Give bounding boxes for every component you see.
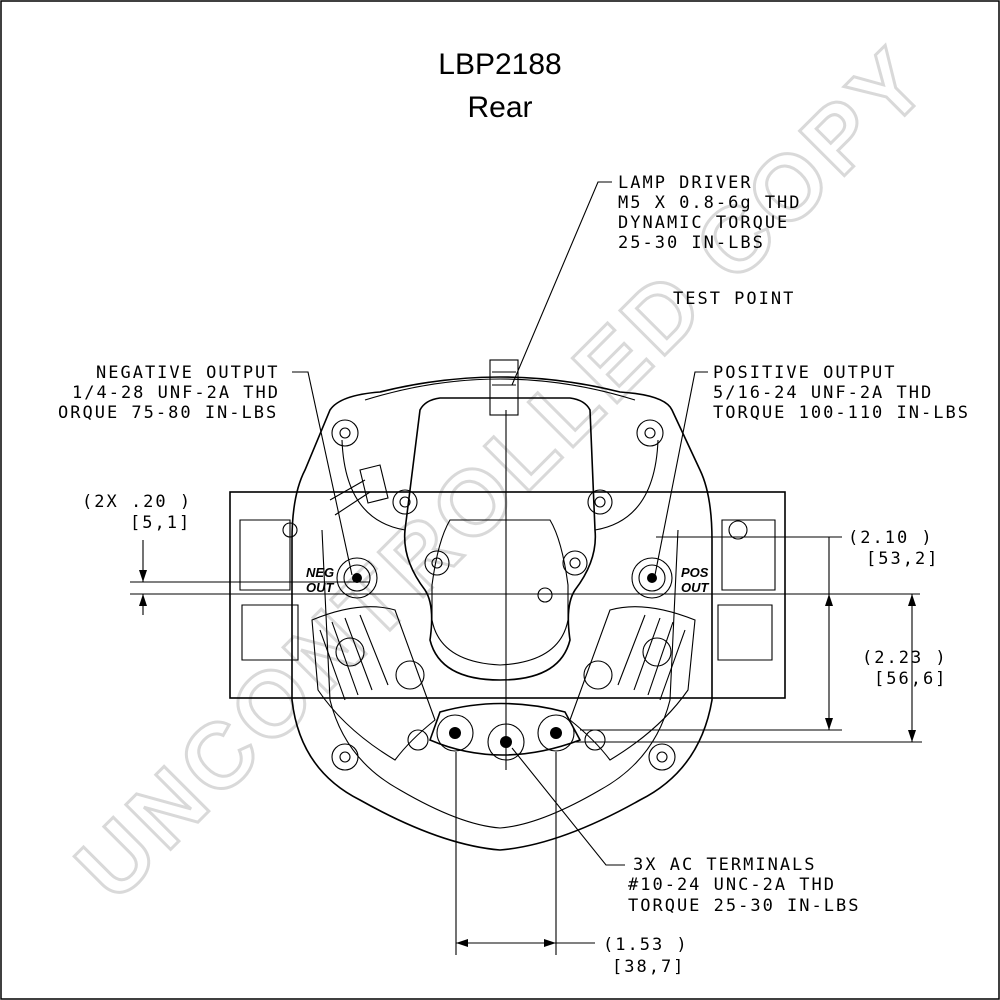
vertical-2-arrow-top — [908, 594, 916, 606]
lamp-driver-line1: LAMP DRIVER — [618, 173, 753, 193]
mount-bolts — [331, 419, 676, 771]
horizontal-inch: (1.53 ) — [603, 935, 689, 955]
heatsink-fins — [319, 614, 686, 701]
pos-output-line1: POSITIVE OUTPUT — [713, 363, 897, 383]
mounting-plate — [229, 491, 786, 699]
ac-terminals-leader — [511, 747, 625, 866]
ac-terminal-1[interactable] — [436, 714, 474, 752]
side-connector-wire — [329, 479, 371, 516]
right-ear-lower — [717, 604, 773, 661]
vertical-1-arrow-bottom — [825, 718, 833, 730]
watermark: UNCONTROLLED COPY — [57, 27, 949, 919]
top-arc — [364, 378, 636, 401]
ac-terminals-line2: #10-24 UNC-2A THD — [628, 875, 836, 895]
alternator-outline — [229, 359, 786, 851]
neg-label-line2: OUT — [306, 580, 335, 595]
ac-terminal-block — [428, 702, 582, 756]
horizontal-mm: [38,7] — [612, 957, 685, 977]
neg-offset-inch: (2X .20 ) — [82, 492, 192, 512]
diode-buttons — [335, 637, 672, 751]
left-ear — [239, 519, 291, 591]
left-heatsink — [311, 606, 436, 761]
right-ear-hole — [728, 520, 748, 540]
pos-label-line1: POS — [681, 565, 709, 580]
vertical-1-mm: [53,2] — [866, 549, 939, 569]
neg-output-leader — [292, 371, 353, 576]
neg-offset-arrow-top — [139, 570, 147, 582]
right-heatsink — [569, 606, 696, 761]
housing — [291, 376, 713, 851]
lamp-driver-line3: DYNAMIC TORQUE — [618, 213, 789, 233]
left-ear-hole — [282, 522, 298, 538]
regulator-cutout — [431, 519, 569, 666]
pos-output-line3: TORQUE 100-110 IN-LBS — [713, 403, 970, 423]
lower-shell — [321, 529, 679, 829]
lamp-driver-line4: 25-30 IN-LBS — [618, 233, 765, 253]
neg-label-line1: NEG — [306, 565, 334, 580]
lamp-driver-leader — [511, 181, 612, 386]
lamp-driver-line2: M5 X 0.8-6g THD — [618, 193, 802, 213]
horizontal-arrow-left — [456, 939, 468, 947]
horizontal-dimension: (1.53 ) [38,7] — [455, 752, 689, 977]
ac-terminals-line3: TORQUE 25-30 IN-LBS — [628, 896, 860, 916]
regulator-plate — [403, 397, 597, 681]
vertical-1-inch: (2.10 ) — [848, 528, 934, 548]
ac-terminal-3[interactable] — [537, 714, 575, 752]
vertical-dimension-2: (2.23 ) [56,6] — [575, 594, 948, 743]
negative-output-callout: NEGATIVE OUTPUT 1/4-28 UNF-2A THD ORQUE … — [58, 363, 353, 576]
lamp-driver-callout: LAMP DRIVER M5 X 0.8-6g THD DYNAMIC TORQ… — [511, 173, 802, 386]
neg-offset-mm: [5,1] — [130, 513, 191, 533]
neg-output-line3: ORQUE 75-80 IN-LBS — [58, 403, 278, 423]
side-connector — [359, 464, 389, 504]
vertical-1-arrow-top — [825, 594, 833, 606]
ac-terminals-line1: 3X AC TERMINALS — [633, 855, 817, 875]
vertical-2-arrow-bottom — [908, 730, 916, 742]
pos-output-leader — [654, 371, 708, 576]
vertical-dimension-1: (2.10 ) [53,2] — [580, 528, 939, 731]
neg-output-line1: NEGATIVE OUTPUT — [96, 363, 280, 383]
part-number-title: LBP2188 — [438, 48, 561, 81]
test-point-hole — [537, 587, 553, 603]
vertical-2-inch: (2.23 ) — [862, 648, 948, 668]
positive-output-callout: POSITIVE OUTPUT 5/16-24 UNF-2A THD TORQU… — [654, 363, 970, 576]
neg-offset-dimension: (2X .20 ) [5,1] — [82, 492, 920, 615]
horizontal-arrow-right — [544, 939, 556, 947]
positive-output-stud[interactable] — [631, 557, 673, 599]
left-ear-lower — [241, 604, 299, 661]
right-ear — [721, 519, 776, 591]
lamp-driver-connector — [489, 359, 519, 416]
right-inner-arc — [594, 439, 659, 531]
ac-terminals-callout: 3X AC TERMINALS #10-24 UNC-2A THD TORQUE… — [511, 747, 860, 916]
test-point-note: TEST POINT — [673, 289, 795, 309]
left-inner-arc — [341, 439, 406, 531]
negative-output-stud[interactable] — [336, 557, 378, 599]
view-subtitle: Rear — [467, 91, 532, 124]
neg-output-line2: 1/4-28 UNF-2A THD — [72, 383, 280, 403]
pos-output-line2: 5/16-24 UNF-2A THD — [713, 383, 933, 403]
neg-offset-arrow-bottom — [139, 594, 147, 606]
pos-label-line2: OUT — [681, 580, 710, 595]
vertical-2-mm: [56,6] — [874, 669, 947, 689]
